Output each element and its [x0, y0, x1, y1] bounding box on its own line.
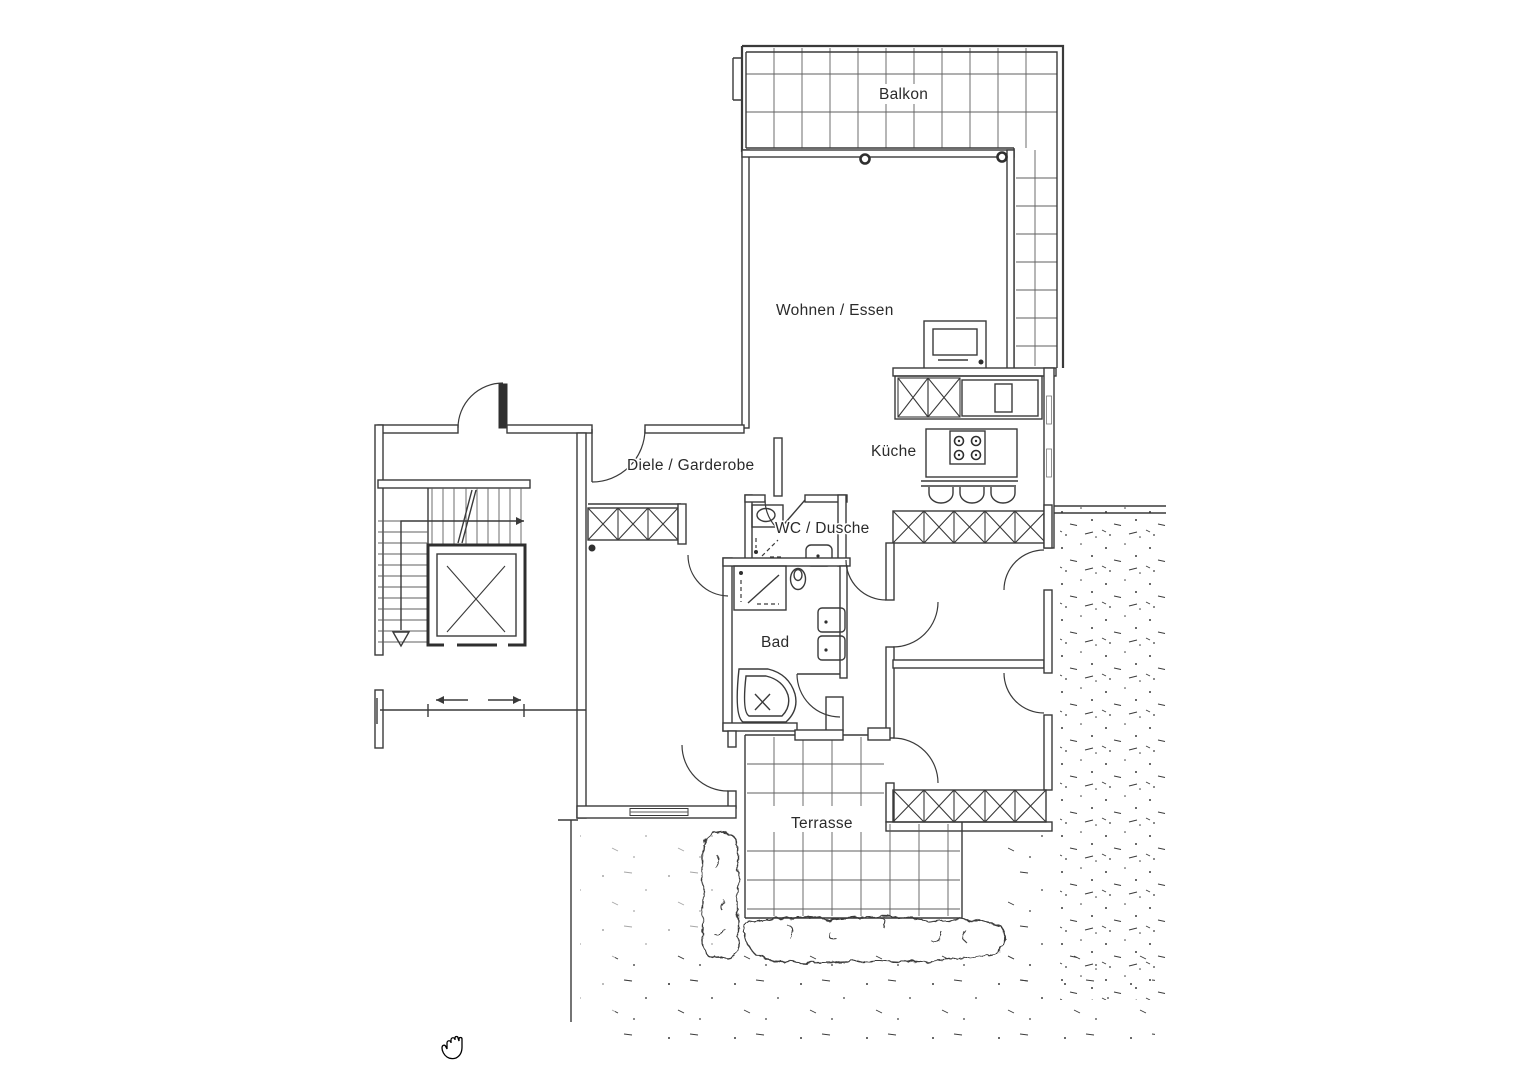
terrace: Terrasse	[744, 727, 963, 919]
bedroom1-wardrobe	[892, 510, 1047, 544]
entry-wall-left	[506, 424, 593, 434]
kitchen-island	[925, 428, 1018, 478]
kitchen: Küche	[870, 320, 1057, 549]
living-left-wall	[741, 149, 750, 429]
bedroom1-door-arc	[892, 601, 939, 648]
property-line	[558, 819, 578, 1022]
bedroom2-door-arc	[892, 737, 939, 784]
room-label-wc-dusche: WC / Dusche	[775, 520, 870, 537]
bath-shower-icon	[733, 565, 787, 611]
corridor-door-leaf	[498, 383, 508, 429]
bath-wall-post	[825, 696, 844, 732]
hall-wardrobe	[587, 503, 687, 552]
room-label-terrasse: Terrasse	[791, 815, 853, 832]
wc-left-wall	[744, 494, 753, 561]
bath-toilet-icon	[789, 567, 807, 591]
bedroom2-garden-door-arc	[1003, 672, 1045, 714]
corridor-door-arc	[457, 382, 504, 429]
elevator	[426, 543, 527, 649]
hob-burners	[953, 435, 982, 461]
column-icon	[996, 151, 1008, 163]
left-room	[558, 554, 737, 1022]
bath-left-wall	[722, 557, 733, 732]
wc-sink-icon	[751, 504, 784, 528]
wc-shower-room: WC / Dusche	[744, 494, 871, 567]
bath-sink-icons	[817, 607, 846, 661]
window-icon	[1046, 448, 1052, 478]
stairwell-left-wall	[374, 424, 384, 656]
terrace-threshold	[794, 729, 844, 741]
dimension-line	[376, 696, 586, 724]
left-room-top-door-arc	[687, 554, 729, 597]
wc-door-arc	[764, 499, 780, 531]
balcony: Balkon	[732, 44, 1065, 368]
dimension-arrow-left	[436, 696, 444, 704]
terrace-door-post	[867, 727, 891, 741]
direction-arrowhead	[516, 517, 524, 525]
stair-landing-wall	[377, 479, 531, 489]
bedrooms-bottom-wall	[885, 821, 1053, 832]
room-label-kueche: Küche	[871, 443, 916, 460]
stair-direction-line	[400, 520, 524, 630]
room-label-diele-garderobe: Diele / Garderobe	[627, 457, 754, 474]
garden-bushes	[702, 831, 1006, 964]
stairs-down-arrow-icon	[391, 631, 411, 648]
dimension-arrow-right	[513, 696, 521, 704]
bar-stool-icons	[928, 487, 1016, 504]
hob-icon	[949, 430, 986, 465]
terrace-tile-grid	[747, 737, 960, 916]
bath-right-wall	[839, 565, 848, 679]
left-room-bottom-door-arc	[681, 744, 729, 792]
room-label-bad: Bad	[761, 634, 789, 651]
corridor-top-wall	[377, 424, 459, 434]
bedroom1-balcony-door-arc	[1003, 549, 1045, 591]
column-icon	[859, 153, 871, 165]
balcony-outer-edge	[740, 44, 1065, 368]
room-label-wohnen-essen: Wohnen / Essen	[776, 302, 894, 319]
bath-top-wall	[722, 557, 851, 567]
stair-treads-lower	[378, 520, 428, 643]
grab-hand-cursor-icon	[441, 1035, 463, 1060]
bath-door-arc	[796, 673, 841, 718]
entry-door-arc	[591, 428, 646, 483]
bush-left	[702, 831, 739, 959]
living-right-wall	[1006, 149, 1015, 371]
corner-bathtub-icon	[736, 668, 797, 723]
wc-shower-icon	[754, 538, 783, 558]
bush-bottom	[743, 915, 1006, 964]
inner-corridor-door-arc	[845, 559, 887, 601]
window-icon	[1046, 395, 1052, 425]
bedroom-divider-wall	[892, 659, 1045, 669]
kitchen-tall-cabinets	[897, 377, 961, 418]
bedroom2-wardrobe	[892, 789, 1047, 823]
room-label-balkon: Balkon	[879, 86, 928, 103]
garden-edge-line	[1053, 505, 1166, 514]
kitchen-sink-icon	[994, 383, 1013, 413]
bathroom: Bad	[722, 557, 851, 732]
right-bedrooms	[845, 504, 1053, 832]
door-hinge-dot	[588, 544, 596, 552]
bath-bottom-wall	[722, 722, 798, 732]
stair-break-line	[457, 489, 477, 544]
kitchen-counter-wall	[892, 367, 1057, 377]
elevator-shaft-x	[446, 565, 506, 633]
kitchen-counter	[894, 375, 1043, 420]
garden-stipple-texture	[580, 505, 1168, 1048]
hall-entry: Diele / Garderobe	[377, 382, 783, 819]
apartment-left-wall	[576, 432, 587, 819]
stair-treads-upper	[431, 488, 522, 545]
bush-squiggles	[713, 855, 967, 943]
staircase	[374, 424, 531, 749]
living-top-wall	[741, 149, 1015, 158]
living-dining-room: Wohnen / Essen	[741, 149, 1015, 429]
wc-partition-wall	[773, 437, 783, 497]
entry-wall-right	[644, 424, 745, 434]
